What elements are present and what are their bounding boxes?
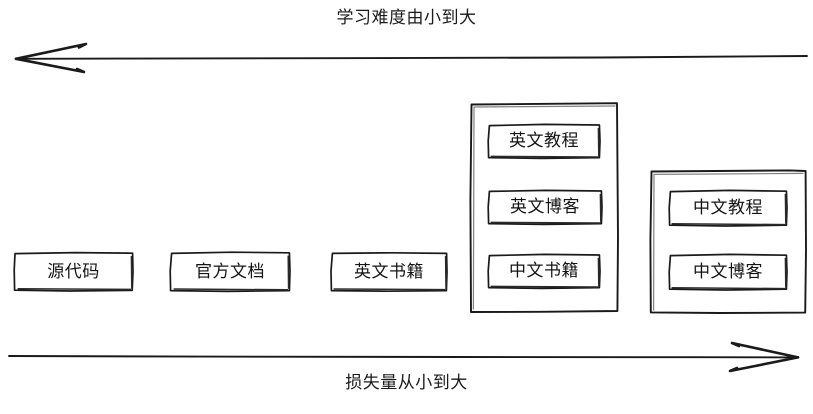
chinese-group-container bbox=[649, 169, 807, 314]
node-box-source-code[interactable] bbox=[13, 251, 134, 292]
node-box-english-books[interactable] bbox=[330, 251, 448, 293]
node-box-english-tutorial[interactable] bbox=[487, 123, 601, 160]
english-group-container bbox=[469, 102, 619, 313]
node-box-chinese-blog[interactable] bbox=[668, 253, 788, 291]
loss-axis-arrow bbox=[8, 341, 800, 373]
difficulty-axis-arrow bbox=[14, 42, 808, 74]
difficulty-axis-label: 学习难度由小到大 bbox=[336, 8, 477, 28]
loss-axis-label: 损失量从小到大 bbox=[345, 373, 468, 393]
node-box-official-docs[interactable] bbox=[169, 251, 291, 293]
node-box-chinese-tutorial[interactable] bbox=[668, 189, 788, 227]
node-box-chinese-books[interactable] bbox=[487, 253, 601, 290]
node-box-english-blog[interactable] bbox=[487, 189, 603, 226]
